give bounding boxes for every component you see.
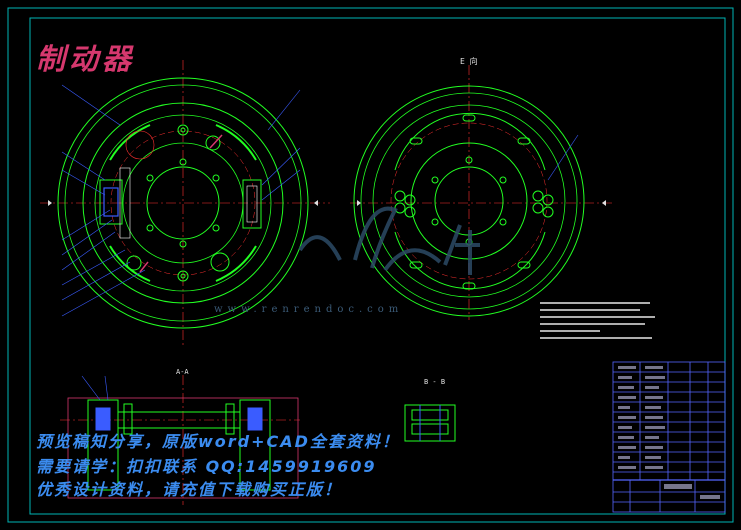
title-block-fills	[618, 366, 720, 499]
section-aa-view	[60, 375, 300, 505]
section-bb-label: B - B	[424, 378, 446, 386]
drawing-title: 制动器	[36, 42, 136, 76]
drawing-frame	[29, 17, 726, 515]
backing-plate-view	[350, 65, 615, 320]
promo-line-2: 需要请学：扣扣联系 QQ:1459919609	[36, 457, 377, 476]
watermark-logo	[298, 206, 480, 275]
outer-border	[7, 7, 734, 523]
title-block	[612, 361, 726, 513]
brake-front-view	[40, 60, 330, 345]
technical-notes-lines	[540, 302, 655, 339]
section-aa-label: A-A	[176, 368, 189, 376]
view-e-label: E 向	[460, 57, 478, 66]
promo-line-3: 优秀设计资料，请充值下载购买正版！	[36, 480, 343, 499]
section-bb-view	[404, 404, 456, 442]
promo-line-1: 预览稿知分享，原版word+CAD全套资料！	[36, 432, 400, 451]
watermark-url: www.renrendoc.com	[214, 304, 404, 315]
